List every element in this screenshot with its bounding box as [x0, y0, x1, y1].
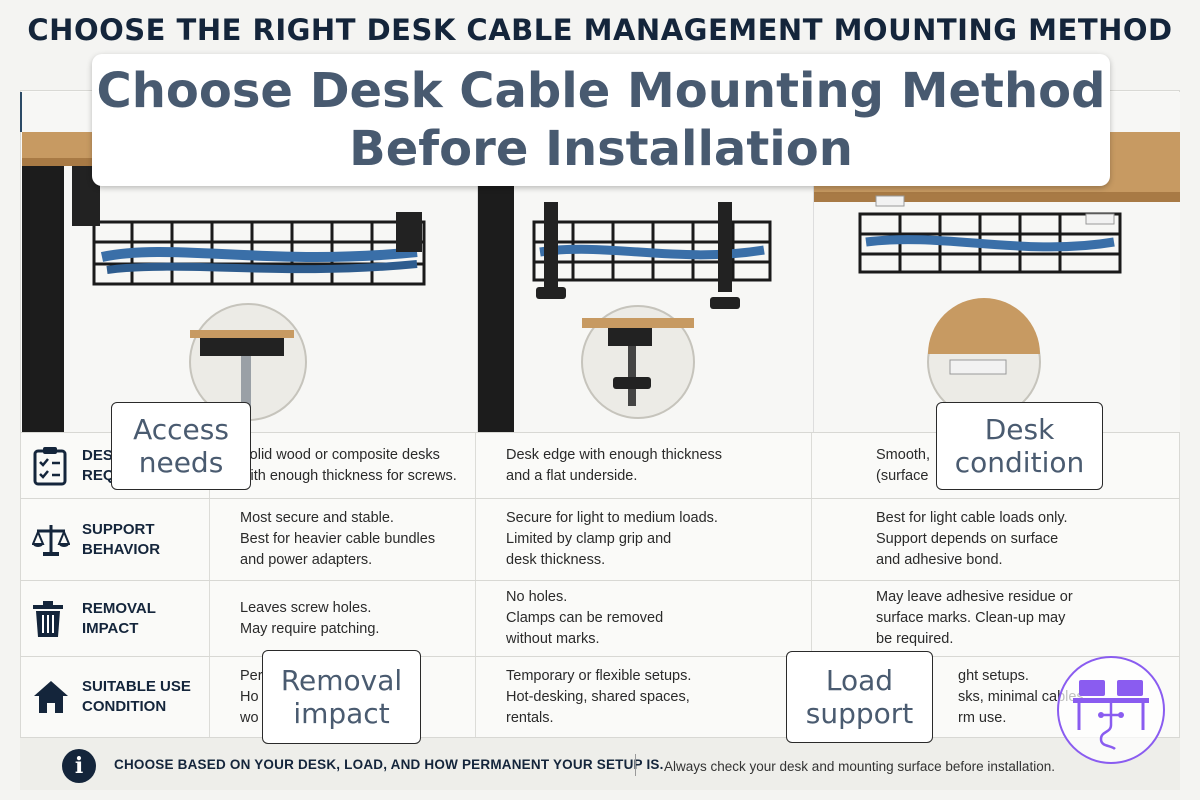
- cell-text-line: (surface: [876, 467, 929, 484]
- cell-text-line: No holes.: [506, 589, 568, 605]
- footer-main-note: CHOOSE BASED ON YOUR DESK, LOAD, AND HOW…: [114, 757, 664, 772]
- row-label-line-2: BEHAVIOR: [82, 540, 161, 558]
- screw-cell: Solid wood or composite desks with enoug…: [210, 433, 476, 498]
- cell-text-line: Smooth,: [876, 446, 930, 463]
- adhesive-cell: Best for light cable loads only. Support…: [812, 499, 1180, 580]
- cell-text-line: May require patching.: [240, 620, 380, 637]
- callout-line-2: condition: [954, 446, 1085, 479]
- row-label-line-1: REMOVAL: [82, 599, 156, 617]
- cell-text-line: and adhesive bond.: [876, 552, 1003, 568]
- footer-sub-note: Always check your desk and mounting surf…: [664, 759, 1055, 774]
- footer-note: i CHOOSE BASED ON YOUR DESK, LOAD, AND H…: [20, 737, 1180, 790]
- cell-text-line: rm use.: [958, 709, 1007, 726]
- clipboard-checklist-icon: [33, 446, 67, 485]
- cell-text-line: Solid wood or composite desks: [240, 446, 440, 463]
- cell-text-line: wo: [240, 709, 259, 726]
- clamp-cell: Temporary or flexible setups. Hot-deskin…: [476, 657, 812, 737]
- callout-line-1: Desk: [984, 413, 1055, 446]
- cell-text-line: and power adapters.: [240, 552, 373, 568]
- table-row-desk-requirements: DES REQ Solid wood or composite desks wi…: [20, 432, 1180, 498]
- cell-text-line: ght setups.: [958, 667, 1029, 684]
- cell-text-line: Best for light cable loads only.: [876, 510, 1068, 526]
- cell-text-line: Temporary or flexible setups.: [506, 667, 692, 684]
- row-label: REMOVAL IMPACT: [20, 581, 210, 656]
- callout-line-1: Access: [133, 413, 229, 446]
- page-heading: CHOOSE THE RIGHT DESK CABLE MANAGEMENT M…: [27, 13, 1173, 47]
- cell-text-line: Desk edge with enough thickness: [506, 446, 723, 463]
- cell-text-line: Per: [240, 667, 263, 684]
- title-banner: Choose Desk Cable Mounting Method Before…: [92, 54, 1110, 186]
- row-label-line-2: IMPACT: [82, 619, 139, 637]
- cell-text-line: sks, minimal cables,: [958, 688, 1088, 705]
- footer-divider: [635, 754, 636, 776]
- balance-scale-icon: [32, 524, 70, 556]
- clamp-cell: Desk edge with enough thickness and a fl…: [476, 433, 812, 498]
- screw-cell: Leaves screw holes. May require patching…: [210, 581, 476, 656]
- callout-line-1: Removal: [280, 664, 403, 697]
- row-label-line-2: REQ: [82, 466, 115, 484]
- row-label-line-1: SUITABLE USE: [82, 678, 191, 695]
- clamp-cell: Secure for light to medium loads. Limite…: [476, 499, 812, 580]
- title-line-1: Choose Desk Cable Mounting Method: [96, 63, 1106, 119]
- title-line-2: Before Installation: [349, 121, 853, 177]
- adhesive-cell: May leave adhesive residue or surface ma…: [812, 581, 1180, 656]
- screw-cell: Most secure and stable. Best for heavier…: [210, 499, 476, 580]
- cell-text-line: Leaves screw holes.: [240, 599, 372, 616]
- cell-text-line: Support depends on surface: [876, 531, 1059, 547]
- callout-line-2: needs: [138, 446, 224, 479]
- cell-text-line: Most secure and stable.: [240, 510, 394, 526]
- row-label-line-1: SUPPORT: [82, 520, 155, 538]
- callout-line-1: Load: [825, 664, 894, 697]
- cell-text-line: Clamps can be removed: [506, 610, 664, 626]
- cell-text-line: Ho: [240, 688, 259, 705]
- cell-text-line: May leave adhesive residue or: [876, 589, 1073, 605]
- table-row-removal-impact: REMOVAL IMPACT Leaves screw holes. May r…: [20, 580, 1180, 656]
- desk-network-logo-icon: [1057, 656, 1165, 764]
- cell-text-line: be required.: [876, 631, 954, 647]
- adhesive-cell: Smooth, (surface: [812, 433, 1180, 498]
- row-label-line-1: DES: [82, 446, 113, 464]
- row-label: SUITABLE USE CONDITION: [20, 657, 210, 737]
- cell-text-line: Secure for light to medium loads.: [506, 510, 718, 526]
- cell-text-line: rentals.: [506, 709, 554, 726]
- callout-line-2: impact: [293, 697, 390, 730]
- row-label-line-2: CONDITION: [82, 698, 167, 715]
- trash-can-icon: [33, 600, 63, 637]
- cell-text-line: with enough thickness for screws.: [240, 467, 457, 484]
- table-row-support-behavior: SUPPORT BEHAVIOR Most secure and stable.…: [20, 498, 1180, 580]
- info-icon: i: [62, 749, 96, 783]
- row-label: DES REQ: [20, 433, 210, 498]
- screw-cell: Per Ho wo: [210, 657, 476, 737]
- callout-line-2: support: [805, 697, 914, 730]
- cell-text-line: desk thickness.: [506, 552, 606, 568]
- cell-text-line: and a flat underside.: [506, 467, 638, 484]
- table-row-suitable-use: SUITABLE USE CONDITION Per Ho wo Tempora…: [20, 656, 1180, 737]
- cell-text-line: surface marks. Clean-up may: [876, 610, 1066, 626]
- cell-text-line: Best for heavier cable bundles: [240, 531, 436, 547]
- callout-access-needs: Access needs: [111, 402, 251, 490]
- clamp-cell: No holes. Clamps can be removed without …: [476, 581, 812, 656]
- cell-text-line: Hot-desking, shared spaces,: [506, 688, 690, 705]
- adhesive-cell: ght setups. sks, minimal cables, rm use.: [812, 657, 1180, 737]
- callout-desk-condition: Desk condition: [936, 402, 1103, 490]
- house-icon: [34, 681, 68, 713]
- cell-text-line: Limited by clamp grip and: [506, 531, 672, 547]
- cell-text-line: without marks.: [506, 631, 600, 647]
- callout-removal-impact: Removal impact: [262, 650, 421, 744]
- callout-load-support: Load support: [786, 651, 933, 743]
- row-label: SUPPORT BEHAVIOR: [20, 499, 210, 580]
